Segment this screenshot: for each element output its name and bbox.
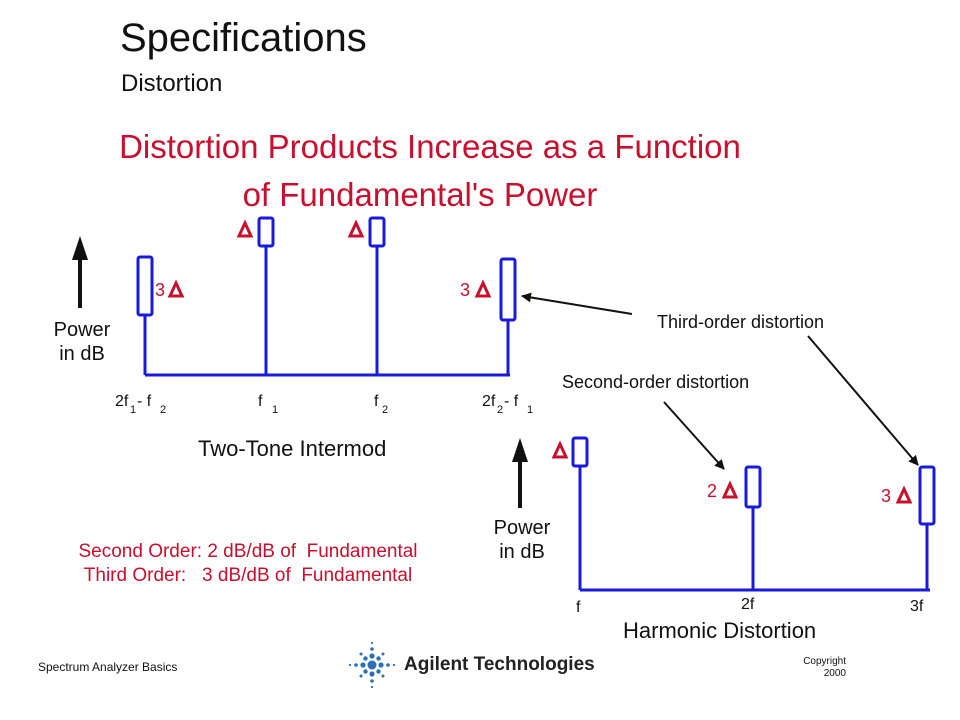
im3-right-marker	[499, 257, 517, 322]
two-tone-deltas: 3 3	[155, 219, 492, 300]
copyright-line2: 2000	[823, 668, 846, 679]
harmonic-axis-label-line1: Power	[493, 517, 551, 539]
label-f2-sub: 2	[382, 404, 388, 416]
page-title: Specifications	[120, 16, 367, 60]
harmonic-axis-label-line2: in dB	[499, 541, 545, 563]
two-tone-spectrum	[136, 216, 517, 377]
delta-icon	[347, 219, 365, 238]
label-f1: f	[258, 393, 263, 410]
harmonic-tick-labels: f 2f 3f	[576, 596, 924, 616]
delta-icon	[167, 279, 185, 298]
second-order-callout: Second-order distortion	[562, 372, 750, 392]
two-tone-axis-label-line1: Power	[53, 319, 111, 341]
harmonic-caption: Harmonic Distortion	[623, 618, 817, 643]
agilent-spark-logo-icon	[348, 641, 396, 689]
footer-brand: Agilent Technologies	[404, 654, 595, 675]
label-2f1-f2-mid: - f	[137, 393, 152, 410]
label-2f1-f2-sub2: 2	[160, 404, 166, 416]
callout-arrow-icon	[807, 335, 919, 466]
second-harmonic-marker	[744, 465, 762, 509]
third-order-callout: Third-order distortion	[657, 312, 825, 332]
im3-left-order: 3	[155, 280, 165, 300]
label-2f2-f1-prefix: 2f	[482, 393, 496, 410]
second-order-note: Second Order: 2 dB/dB of Fundamental	[78, 541, 418, 562]
label-2f2-f1-mid: - f	[504, 393, 519, 410]
delta-icon	[236, 219, 254, 238]
label-harmonic-2f: 2f	[741, 596, 755, 613]
label-harmonic-f: f	[576, 599, 581, 616]
footer-copyright: Copyright 2000	[800, 656, 846, 680]
headline-line-1: Distortion Products Increase as a Functi…	[119, 128, 741, 165]
harmonic-spectrum	[571, 436, 936, 592]
fundamental-marker	[571, 436, 589, 468]
delta-icon	[551, 440, 569, 459]
im3-left-marker	[136, 255, 154, 317]
im3-right-order: 3	[460, 280, 470, 300]
label-2f2-f1-sub2: 1	[527, 404, 533, 416]
callout-arrow-icon	[521, 292, 633, 315]
two-tone-axis-label-line2: in dB	[59, 343, 105, 365]
delta-icon	[721, 480, 739, 499]
third-harmonic-marker	[918, 465, 936, 526]
third-order-note: Third Order: 3 dB/dB of Fundamental	[83, 565, 413, 586]
two-tone-caption: Two-Tone Intermod	[198, 436, 387, 461]
two-tone-axis-label: Power in dB	[50, 318, 114, 366]
second-harmonic-order: 2	[707, 481, 717, 501]
label-2f2-f1-sub1: 2	[497, 404, 503, 416]
label-f1-sub: 1	[272, 404, 278, 416]
callout-arrows	[521, 292, 919, 470]
harmonic-axis-label: Power in dB	[490, 516, 554, 564]
f1-marker	[257, 216, 275, 248]
label-harmonic-3f: 3f	[910, 598, 924, 615]
distortion-notes: Second Order: 2 dB/dB of Fundamental Thi…	[38, 540, 458, 588]
headline-line-2: of Fundamental's Power	[242, 176, 598, 213]
callout-arrow-icon	[663, 401, 725, 470]
page-subtitle: Distortion	[121, 70, 223, 97]
up-arrow-icon	[72, 236, 88, 308]
delta-icon	[474, 279, 492, 298]
f2-marker	[368, 216, 386, 248]
label-2f1-f2-sub1: 1	[130, 404, 136, 416]
third-harmonic-order: 3	[881, 486, 891, 506]
harmonic-deltas: 2 3	[551, 440, 913, 506]
label-2f1-f2-prefix: 2f	[115, 393, 129, 410]
label-f2: f	[374, 393, 379, 410]
up-arrow-icon	[512, 438, 528, 508]
two-tone-tick-labels: 2f 1 - f 2 f 1 f 2 2f 2 - f 1	[115, 393, 533, 416]
copyright-line1: Copyright	[803, 656, 846, 667]
delta-icon	[895, 485, 913, 504]
footer-course-title: Spectrum Analyzer Basics	[38, 660, 178, 674]
